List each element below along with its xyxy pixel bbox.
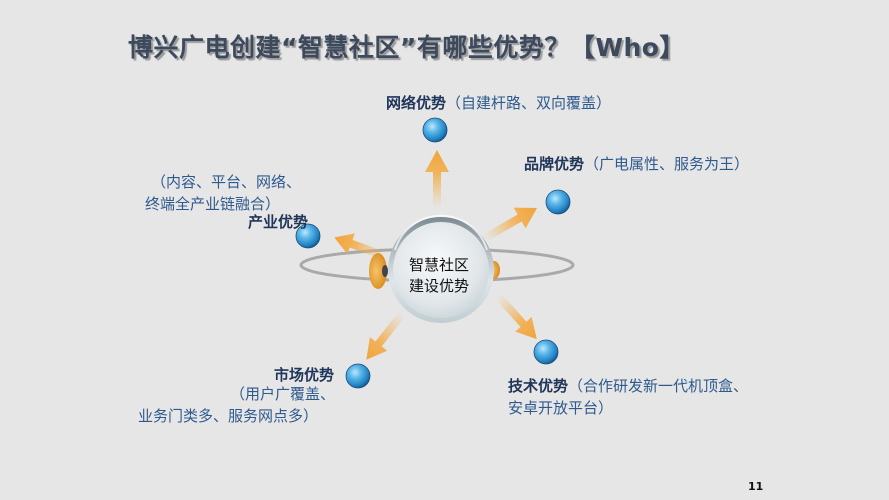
node-network-label: 网络优势（自建杆路、双向覆盖） <box>386 92 611 114</box>
page-number: 11 <box>748 480 764 493</box>
node-desc: 终端全产业链融合） <box>145 195 281 213</box>
node-title: 产业优势 <box>248 213 309 231</box>
blue-sphere-icon <box>345 363 371 389</box>
blue-sphere-icon <box>295 223 321 249</box>
blue-sphere-icon <box>533 339 559 365</box>
node-desc: 业务门类多、服务网点多） <box>138 407 319 425</box>
center-line-2: 建设优势 <box>408 277 469 295</box>
node-title: 技术优势 <box>508 377 569 395</box>
node-desc: （用户广覆盖、 <box>230 385 336 403</box>
arrow-brand <box>483 207 537 242</box>
slide-title: 博兴广电创建“智慧社区”有哪些优势？【Who】 <box>128 33 685 62</box>
left-cup <box>369 253 387 289</box>
node-desc: （合作研发新一代机顶盒、 <box>568 377 749 395</box>
node-title: 市场优势 <box>274 366 335 384</box>
arrow-industry <box>334 233 387 260</box>
arrow-technology <box>495 293 537 340</box>
blue-sphere-icon <box>545 189 571 215</box>
node-desc: （内容、平台、网络、 <box>151 173 302 191</box>
node-market-desc: （用户广覆盖、 业务门类多、服务网点多） <box>138 383 335 427</box>
node-brand-label: 品牌优势（广电属性、服务为王） <box>524 153 749 175</box>
node-title: 网络优势 <box>386 94 447 112</box>
node-desc: 安卓开放平台） <box>508 399 614 417</box>
node-industry-title: 产业优势 <box>248 211 308 233</box>
node-desc: （自建杆路、双向覆盖） <box>446 94 612 112</box>
node-market-title: 市场优势 <box>274 364 334 386</box>
node-technology-label: 技术优势（合作研发新一代机顶盒、 安卓开放平台） <box>508 375 748 419</box>
node-desc: （广电属性、服务为王） <box>584 155 750 173</box>
node-industry-desc: （内容、平台、网络、 终端全产业链融合） <box>145 171 301 215</box>
center-label: 智慧社区 建设优势 <box>394 255 484 297</box>
center-lens <box>388 214 494 323</box>
arrow-network <box>425 150 449 208</box>
center-line-1: 智慧社区 <box>408 256 469 274</box>
arrow-market <box>366 311 406 360</box>
blue-sphere-icon <box>422 117 448 143</box>
node-title: 品牌优势 <box>524 155 585 173</box>
